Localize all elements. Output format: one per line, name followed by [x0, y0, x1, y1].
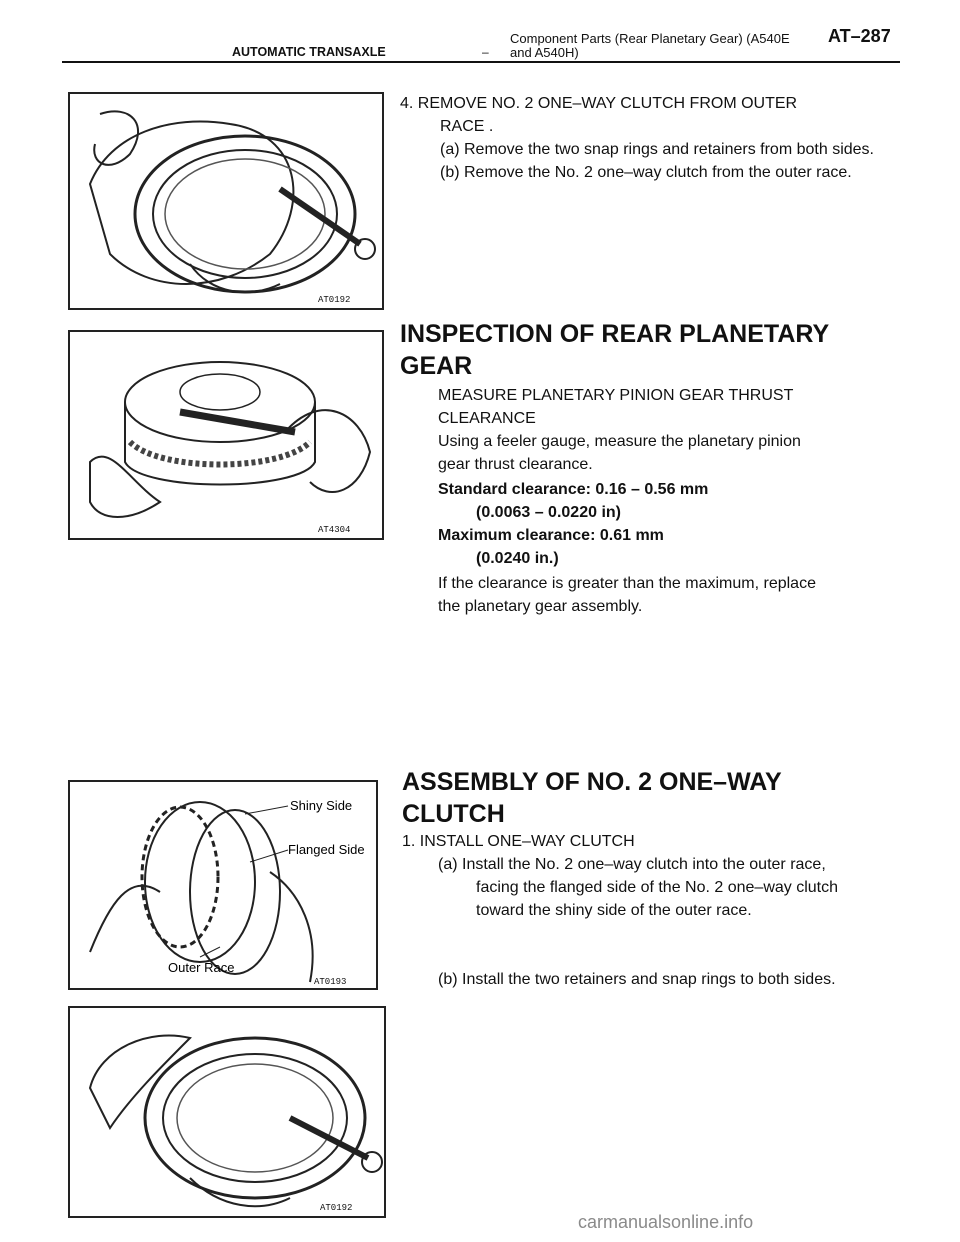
assembly-a-line1: (a) Install the No. 2 one–way clutch int… [438, 856, 826, 873]
step4-block: 4. REMOVE NO. 2 ONE–WAY CLUTCH FROM OUTE… [400, 92, 880, 184]
figure-code: AT0193 [314, 977, 346, 987]
page-number: AT–287 [828, 26, 891, 46]
maximum-clearance: Maximum clearance: 0.61 mm [438, 527, 664, 544]
assembly-heading-line1: ASSEMBLY OF NO. 2 ONE–WAY [402, 768, 782, 796]
watermark: carmanualsonline.info [578, 1212, 754, 1232]
replace-text-line1: If the clearance is greater than the max… [438, 575, 816, 592]
maximum-clearance-inches: (0.0240 in.) [476, 550, 559, 567]
replace-text-line2: the planetary gear assembly. [438, 598, 643, 615]
assembly-substep-a: (a) Install the No. 2 one–way clutch int… [402, 853, 882, 922]
inspection-section: INSPECTION OF REAR PLANETARY GEAR MEASUR… [400, 318, 880, 618]
inspection-heading-line2: GEAR [400, 352, 473, 380]
inspection-text-line1: Using a feeler gauge, measure the planet… [438, 433, 801, 450]
assembly-a-line3: toward the shiny side of the outer race. [476, 902, 752, 919]
figure-code: AT4304 [318, 525, 350, 535]
page-title: Component Parts (Rear Planetary Gear) (A… [510, 31, 790, 60]
inspection-body: MEASURE PLANETARY PINION GEAR THRUST CLE… [400, 384, 880, 618]
inspection-subheading-line2: CLEARANCE [438, 410, 536, 427]
assembly-heading-line2: CLUTCH [402, 800, 505, 828]
assembly-a-line2: facing the flanged side of the No. 2 one… [476, 879, 839, 896]
snap-ring-removal-illustration-icon: AT0192 [88, 110, 376, 305]
step4-title-line1: 4. REMOVE NO. 2 ONE–WAY CLUTCH FROM OUTE… [400, 95, 798, 112]
header-dash: – [482, 45, 489, 59]
figure-code: AT0192 [318, 295, 350, 305]
section-title: AUTOMATIC TRANSAXLE [232, 45, 386, 59]
step4-title-line2: RACE . [440, 118, 494, 135]
step4-substep-b: (b) Remove the No. 2 one–way clutch from… [440, 164, 852, 181]
assembly-substep-b: (b) Install the two retainers and snap r… [438, 971, 836, 988]
standard-clearance: Standard clearance: 0.16 – 0.56 mm [438, 481, 709, 498]
callout-flanged-side: Flanged Side [288, 842, 365, 857]
figure-remove-snap-ring: AT0192 [68, 92, 384, 310]
figure-install-snap-ring: AT0192 [68, 1006, 386, 1218]
step4-a-text: (a) Remove the two snap rings and retain… [440, 141, 874, 158]
standard-clearance-inches: (0.0063 – 0.0220 in) [476, 504, 621, 521]
figure-feeler-gauge: AT4304 [68, 330, 384, 540]
assembly-step1: 1. INSTALL ONE–WAY CLUTCH [402, 833, 635, 850]
inspection-subheading-line1: MEASURE PLANETARY PINION GEAR THRUST [438, 387, 794, 404]
figure-one-way-clutch: Shiny Side Flanged Side Outer Race AT019… [68, 780, 378, 990]
one-way-clutch-illustration-icon: Shiny Side Flanged Side Outer Race AT019… [89, 798, 365, 987]
assembly-section: ASSEMBLY OF NO. 2 ONE–WAY CLUTCH 1. INST… [402, 766, 882, 922]
step4-substep-a: (a) Remove the two snap rings and retain… [400, 138, 880, 161]
feeler-gauge-illustration-icon: AT4304 [89, 361, 372, 535]
callout-shiny-side: Shiny Side [290, 798, 352, 813]
figure-code: AT0192 [320, 1203, 352, 1213]
callout-outer-race: Outer Race [168, 960, 234, 975]
inspection-heading-line1: INSPECTION OF REAR PLANETARY [400, 320, 830, 348]
header-rule [62, 61, 900, 63]
inspection-text-line2: gear thrust clearance. [438, 456, 593, 473]
snap-ring-install-illustration-icon: AT0192 [88, 1034, 383, 1213]
